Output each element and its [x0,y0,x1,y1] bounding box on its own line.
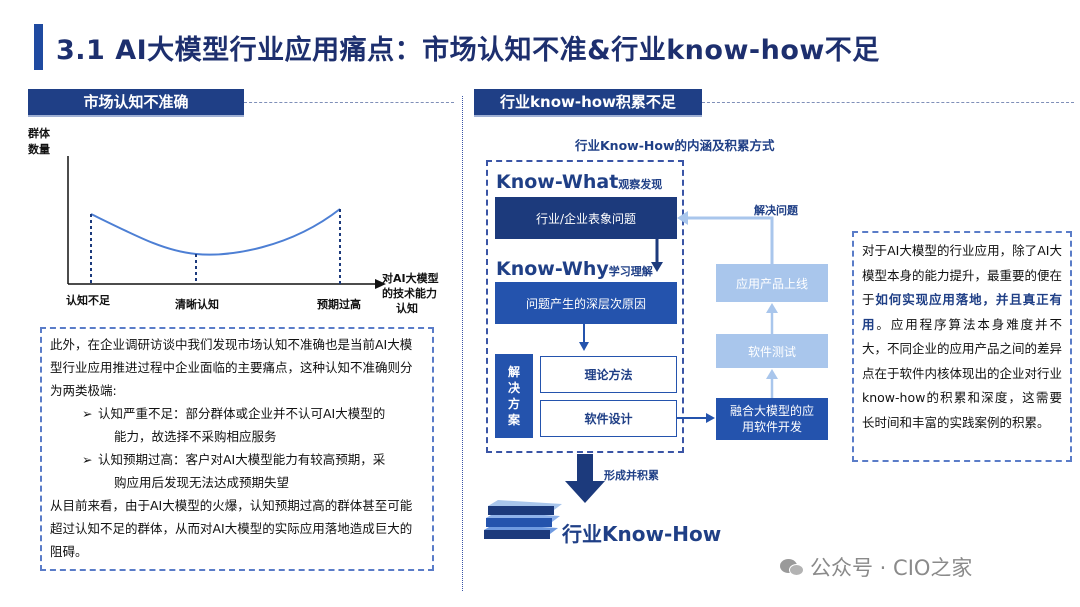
x-axis-arrow-icon [375,279,386,289]
bullet1-line1: 认知严重不足：部分群体或企业并不认可AI大模型的 [98,406,386,421]
arrow-up-icon [766,303,778,313]
section-rule-left [244,102,454,103]
para-intro: 此外，在企业调研访谈中我们发现市场认知不准确也是当前AI大模型行业应用推进过程中… [50,337,413,398]
dev-line1: 融合大模型的应 [729,404,814,418]
para-conclusion: 从目前来看，由于AI大模型的火爆，认知预期过高的群体甚至可能超过认知不足的群体，… [50,498,413,559]
bullet1-line2: 能力，故选择不采购相应服务 [114,429,277,444]
form-accumulate-label: 形成并积累 [604,469,659,482]
know-why-sub: 学习理解 [608,265,653,278]
title-accent-bar [34,24,43,70]
knowhow-text-box: 对于AI大模型的行业应用，除了AI大模型本身的能力提升，最重要的便在于如何实现应… [852,231,1072,462]
watermark-text: 公众号 · CIO之家 [810,556,973,580]
solve-problem-label: 解决问题 [754,204,798,217]
section-underline-left [28,115,244,117]
know-what-heading: Know-What观察发现 [496,171,662,193]
box-theory-method: 理论方法 [540,356,677,393]
book-stack-icon [484,500,562,541]
arrow-right-icon [706,413,715,423]
section-title-market: 市场认知不准确 [28,89,244,115]
industry-knowhow-label: 行业Know-How [562,522,722,546]
diagram-title: 行业Know-How的内涵及积累方式 [575,138,775,153]
x-label-line1: 对AI大模型 [382,272,439,285]
cognition-curve-chart [67,156,386,289]
knowhow-dashed-frame [486,160,684,453]
box-llm-app-dev: 融合大模型的应 用软件开发 [716,398,828,440]
bullet2-line2: 购应用后发现无法达成预期失望 [114,475,290,490]
bullet2-line1: 认知预期过高：客户对AI大模型能力有较高预期，采 [98,452,386,467]
dev-line2: 用软件开发 [741,420,802,434]
watermark: 公众号 · CIO之家 [780,552,972,582]
box-surface-problem: 行业/企业表象问题 [495,197,677,239]
page-title: 3.1 AI大模型行业应用痛点：市场认知不准&行业know-how不足 [56,35,880,66]
vertical-divider [462,96,463,591]
know-why-heading: Know-Why学习理解 [496,258,653,280]
solution-char-3: 方 [507,397,520,411]
know-what-label: Know-What [496,171,619,193]
solution-char-1: 解 [507,365,520,379]
market-text-box: 此外，在企业调研访谈中我们发现市场认知不准确也是当前AI大模型行业应用推进过程中… [40,327,434,571]
section-title-knowhow: 行业know-how积累不足 [474,89,702,115]
x-label-line3: 认知 [396,302,418,315]
wechat-icon [780,557,806,577]
x-label-line2: 的技术能力 [382,287,437,300]
side-text-highlight: 如何实现应用落地，并且真正有用 [862,292,1062,332]
box-software-design: 软件设计 [540,400,677,437]
y-label-line2: 数量 [28,143,50,156]
solution-char-4: 案 [507,413,520,427]
arrow-launch-problem [688,216,774,264]
bullet-arrow-icon: ➢ [82,452,93,467]
tick-low: 认知不足 [66,294,110,307]
know-why-label: Know-Why [496,258,609,280]
know-what-sub: 观察发现 [618,178,663,191]
tick-mid: 清晰认知 [175,298,219,311]
side-text-part1: 对于AI大模型的行业应用，除了AI大模型本身的能力提升，最重要的便在于 [862,243,1063,307]
box-product-launch: 应用产品上线 [716,264,828,302]
y-label-line1: 群体 [28,127,50,140]
bullet-insufficient: ➢ 认知严重不足：部分群体或企业并不认可AI大模型的 [50,402,424,425]
box-root-cause: 问题产生的深层次原因 [495,282,677,324]
tick-high: 预期过高 [317,298,361,311]
arrow-left-icon [677,211,688,225]
section-rule-right [702,102,1074,103]
solution-char-2: 决 [507,381,520,395]
section-underline-right [474,115,702,117]
arrow-down-icon [579,342,589,351]
bullet-overexpect: ➢ 认知预期过高：客户对AI大模型能力有较高预期，采 [50,448,424,471]
arrow-up-icon [766,369,778,379]
bullet-arrow-icon: ➢ [82,406,93,421]
box-software-test: 软件测试 [716,334,828,368]
side-text-part2: 。应用程序算法本身难度并不大，不同企业的应用产品之间的差异点在于软件内核体现出的… [862,316,1063,430]
big-down-arrow-icon [565,454,605,503]
arrow-down-icon [651,262,663,272]
solution-vertical-label: 解 决 方 案 [495,354,533,438]
